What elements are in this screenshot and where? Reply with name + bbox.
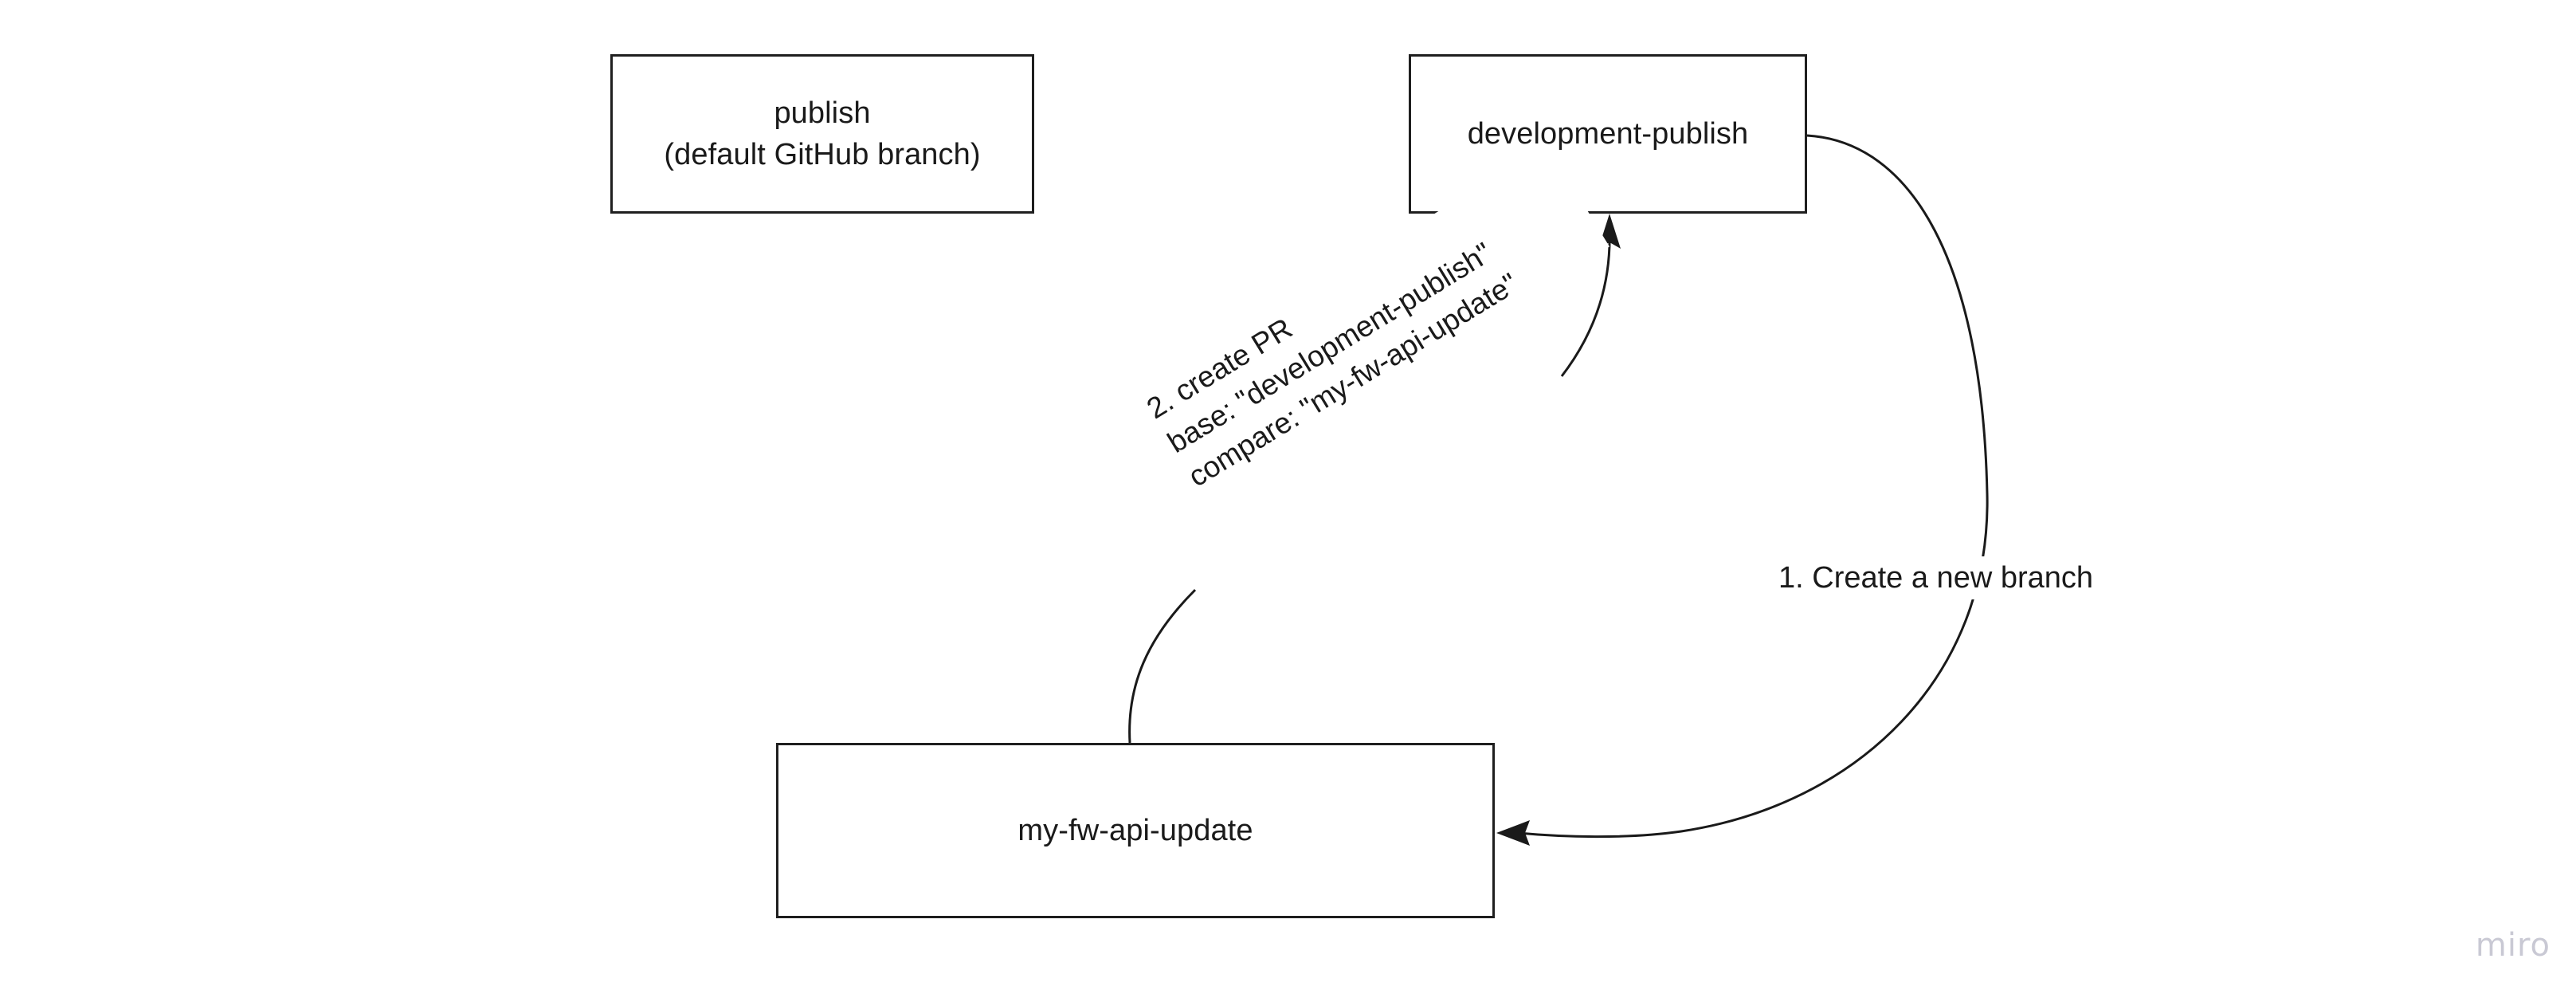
node-development-publish[interactable]: development-publish	[1409, 54, 1807, 214]
node-development-publish-label: development-publish	[1467, 117, 1749, 151]
node-my-fw-api-update-label: my-fw-api-update	[1017, 814, 1253, 847]
edge-create-branch-arrowhead	[1496, 820, 1530, 846]
miro-watermark: miro	[2475, 927, 2551, 964]
node-my-fw-api-update[interactable]: my-fw-api-update	[776, 743, 1495, 918]
edge-create-pr-path	[1128, 588, 1197, 744]
node-publish[interactable]: publish (default GitHub branch)	[610, 54, 1034, 214]
node-publish-label: publish (default GitHub branch)	[664, 96, 981, 171]
edge-label-create-branch[interactable]: 1. Create a new branch	[1770, 556, 2102, 599]
edge-label-create-pr[interactable]: 2. create PR base: "development-publish"…	[1139, 144, 1610, 497]
